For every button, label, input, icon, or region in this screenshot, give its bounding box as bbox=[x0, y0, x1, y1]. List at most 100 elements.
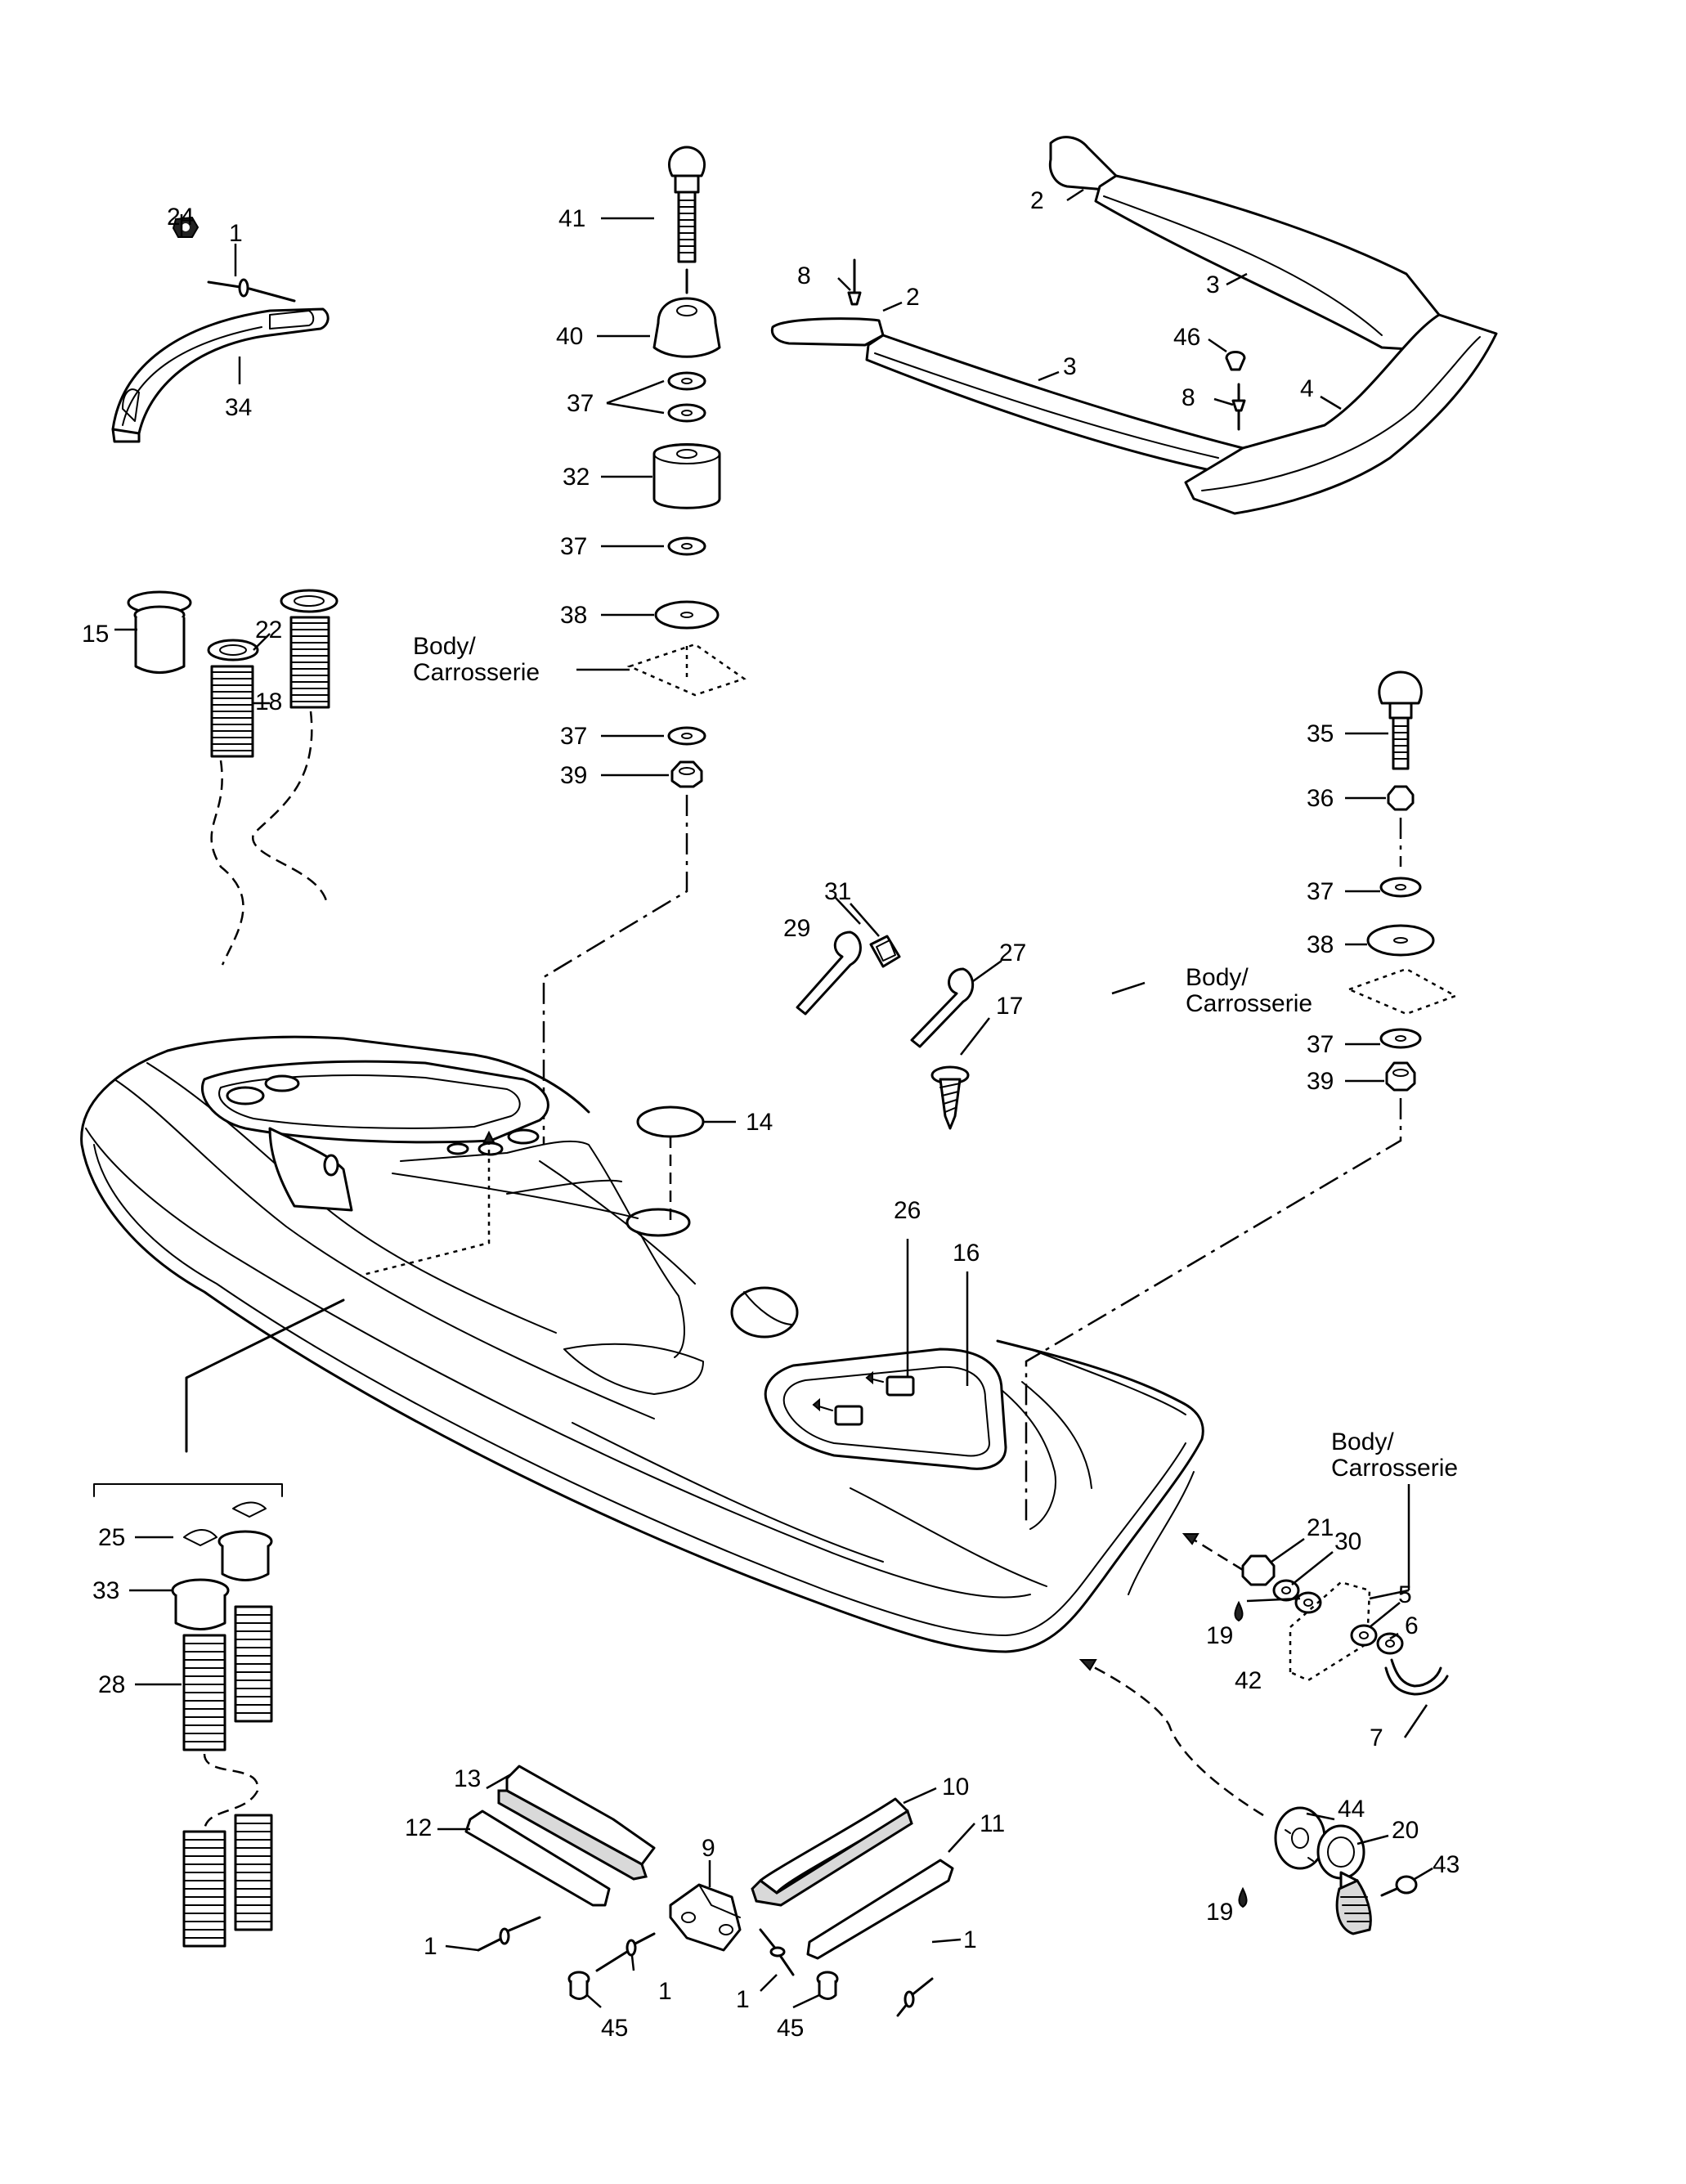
footwell-pads-part bbox=[770, 136, 1498, 515]
label-37b: 37 bbox=[560, 533, 587, 560]
label-35: 35 bbox=[1307, 720, 1334, 747]
label-26: 26 bbox=[894, 1197, 921, 1224]
mount-stack-part bbox=[542, 146, 747, 1145]
label-25: 25 bbox=[98, 1524, 125, 1551]
leader-2b bbox=[882, 301, 903, 312]
label-31: 31 bbox=[824, 878, 851, 905]
label-18: 18 bbox=[255, 688, 282, 715]
leader-42 bbox=[1246, 1597, 1301, 1603]
label-45a: 45 bbox=[601, 2015, 628, 2042]
label-41: 41 bbox=[558, 205, 585, 232]
leader-43 bbox=[1414, 1867, 1433, 1881]
label-29: 29 bbox=[783, 915, 810, 942]
label-16: 16 bbox=[953, 1240, 980, 1267]
label-8b: 8 bbox=[1182, 384, 1195, 411]
label-24: 24 bbox=[167, 204, 194, 231]
watercraft-body-part bbox=[80, 1035, 1204, 1653]
label-38a: 38 bbox=[560, 602, 587, 629]
label-body-c2: Carrosserie bbox=[1331, 1455, 1458, 1482]
label-19a: 19 bbox=[1206, 1622, 1233, 1649]
callout-labels: 24 1 34 15 22 18 41 40 37 32 37 38 Body/… bbox=[82, 187, 1460, 2042]
label-40: 40 bbox=[556, 323, 583, 350]
label-11: 11 bbox=[980, 1810, 1005, 1837]
leader-37b bbox=[606, 401, 665, 415]
cable-ties-part bbox=[796, 931, 975, 1130]
label-15: 15 bbox=[82, 621, 109, 648]
leader-1c bbox=[630, 1955, 635, 1971]
label-body-a2: Carrosserie bbox=[413, 659, 540, 686]
label-22: 22 bbox=[255, 617, 282, 644]
leader-46 bbox=[1208, 338, 1227, 353]
label-17: 17 bbox=[996, 993, 1023, 1020]
label-7: 7 bbox=[1370, 1724, 1383, 1751]
label-32: 32 bbox=[563, 464, 590, 491]
rear-hardware-part bbox=[1078, 1533, 1449, 1935]
label-19b: 19 bbox=[1206, 1899, 1233, 1926]
leader-1e bbox=[931, 1938, 962, 1944]
label-body-b1: Body/ bbox=[1186, 964, 1249, 991]
label-body-b2: Carrosserie bbox=[1186, 990, 1312, 1017]
label-37d: 37 bbox=[1307, 878, 1334, 905]
leader-13 bbox=[486, 1773, 512, 1790]
storage-link-line bbox=[359, 1141, 491, 1277]
leader-8b bbox=[1213, 397, 1234, 406]
leader-22 bbox=[253, 633, 271, 651]
label-9: 9 bbox=[702, 1835, 715, 1862]
leader-37a bbox=[606, 379, 665, 405]
label-38b: 38 bbox=[1307, 931, 1334, 958]
label-37a: 37 bbox=[567, 390, 594, 417]
leader-29 bbox=[835, 897, 861, 925]
label-27: 27 bbox=[999, 940, 1026, 966]
leader-2a bbox=[1066, 188, 1084, 202]
leader-body-c2 bbox=[1369, 1589, 1410, 1600]
leader-45a bbox=[586, 1994, 602, 2008]
label-1c: 1 bbox=[658, 1978, 672, 2005]
label-37e: 37 bbox=[1307, 1031, 1334, 1058]
leader-17 bbox=[960, 1017, 990, 1056]
leader-11 bbox=[948, 1823, 975, 1853]
leader-20 bbox=[1356, 1834, 1389, 1845]
label-10: 10 bbox=[942, 1774, 969, 1801]
leader-21 bbox=[1271, 1537, 1305, 1563]
label-43: 43 bbox=[1433, 1851, 1460, 1878]
label-39a: 39 bbox=[560, 762, 587, 789]
label-30: 30 bbox=[1334, 1528, 1361, 1555]
leader-3b bbox=[1038, 370, 1060, 382]
label-21: 21 bbox=[1307, 1514, 1334, 1541]
leader-1b bbox=[445, 1944, 479, 1952]
leader-27 bbox=[972, 959, 1002, 983]
leader-body-b bbox=[1111, 981, 1146, 995]
leader-6 bbox=[1389, 1632, 1399, 1640]
leader-1d bbox=[760, 1974, 778, 1992]
label-3a: 3 bbox=[1206, 271, 1220, 298]
label-2b: 2 bbox=[906, 284, 920, 311]
leader-45b bbox=[792, 1993, 820, 2009]
leader-44 bbox=[1306, 1812, 1335, 1821]
leader-3a bbox=[1226, 272, 1248, 286]
grab-handle-part bbox=[111, 216, 330, 443]
label-28: 28 bbox=[98, 1671, 125, 1698]
leader-7 bbox=[1403, 1704, 1428, 1738]
leader-30 bbox=[1291, 1551, 1334, 1585]
label-37c: 37 bbox=[560, 723, 587, 750]
leader-31 bbox=[850, 903, 880, 937]
rear-mount-stack-part bbox=[1025, 670, 1459, 1521]
label-body-c1: Body/ bbox=[1331, 1428, 1394, 1455]
label-13: 13 bbox=[454, 1765, 481, 1792]
leader-8a bbox=[837, 277, 851, 291]
leader-5 bbox=[1369, 1602, 1401, 1628]
label-14: 14 bbox=[746, 1109, 773, 1136]
fitting-link-line bbox=[185, 1298, 345, 1453]
label-20: 20 bbox=[1392, 1817, 1419, 1844]
label-1a: 1 bbox=[229, 220, 243, 247]
label-1b: 1 bbox=[424, 1933, 437, 1960]
label-6: 6 bbox=[1405, 1612, 1419, 1639]
label-body-a1: Body/ bbox=[413, 633, 476, 660]
label-2a: 2 bbox=[1030, 187, 1044, 214]
label-1d: 1 bbox=[736, 1986, 750, 2013]
label-8a: 8 bbox=[797, 262, 811, 289]
fittings-part bbox=[127, 589, 339, 966]
label-42: 42 bbox=[1235, 1667, 1262, 1694]
label-3b: 3 bbox=[1063, 353, 1077, 380]
